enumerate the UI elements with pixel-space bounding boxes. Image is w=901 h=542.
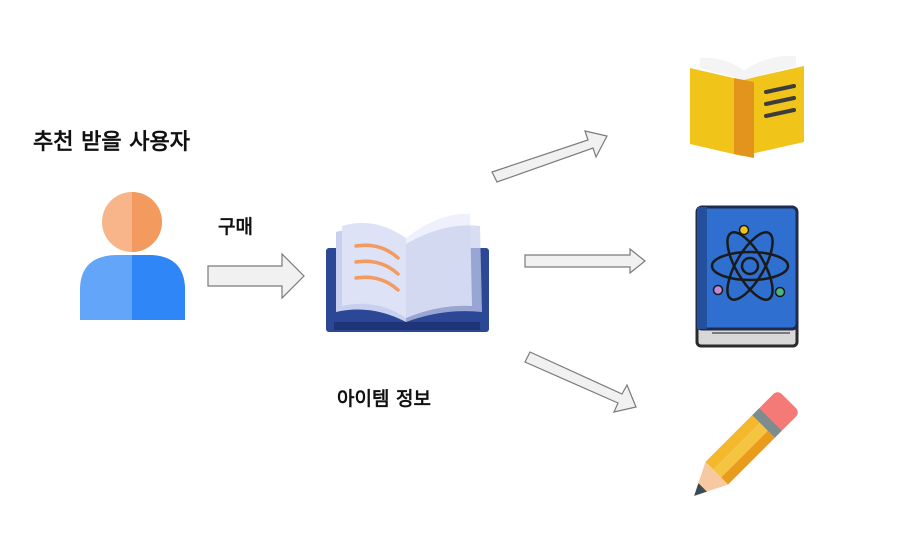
arrow-to-pencil [524, 351, 637, 413]
item-info-label: 아이템 정보 [337, 388, 432, 410]
yellow-book-icon [690, 55, 804, 158]
user-icon [80, 192, 185, 320]
arrow-to-yellow-book [491, 130, 608, 183]
recommended-user-label: 추천 받을 사용자 [33, 130, 190, 155]
purchase-arrow [207, 252, 305, 300]
science-book-icon [695, 205, 799, 348]
open-book-icon [326, 213, 489, 332]
purchase-label: 구매 [218, 216, 253, 238]
pencil-icon [694, 392, 798, 496]
arrow-to-science-book [524, 247, 646, 275]
